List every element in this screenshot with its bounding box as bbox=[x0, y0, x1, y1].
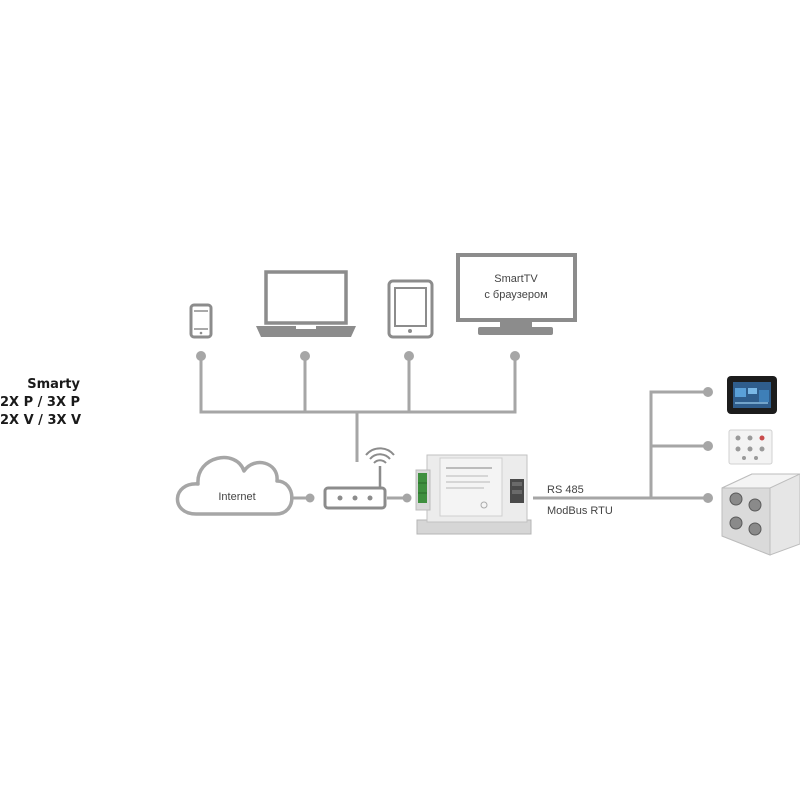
product-label: Smarty 2X P / 3X P 2X V / 3X V bbox=[0, 376, 82, 430]
button-control-panel bbox=[728, 429, 773, 465]
controller-module bbox=[415, 454, 532, 535]
smart-tv-icon: SmartTV с браузером bbox=[456, 253, 577, 335]
smarttv-label-line1: SmartTV bbox=[494, 273, 538, 285]
rs485-bus-lines bbox=[533, 390, 707, 500]
smartphone-icon bbox=[189, 303, 213, 339]
field-device-dots bbox=[703, 387, 713, 503]
internet-label: Internet bbox=[218, 491, 255, 503]
bus-protocol-line2: ModBus RTU bbox=[547, 505, 613, 517]
device-bus-lines bbox=[199, 356, 517, 462]
internet-cloud-icon: Internet bbox=[175, 455, 294, 516]
bus-protocol-line1: RS 485 bbox=[547, 484, 584, 496]
smarttv-label-line2: с браузером bbox=[484, 289, 547, 301]
air-handling-unit bbox=[721, 473, 800, 556]
product-name: Smarty bbox=[27, 377, 80, 392]
touch-control-panel bbox=[727, 376, 777, 414]
router-connections bbox=[290, 493, 412, 503]
tablet-icon bbox=[387, 279, 434, 339]
wifi-router-icon bbox=[323, 447, 395, 510]
laptop-icon bbox=[256, 270, 356, 337]
product-models-line2: 2X V / 3X V bbox=[0, 413, 82, 428]
product-models-line1: 2X P / 3X P bbox=[0, 395, 81, 410]
device-connection-dots bbox=[196, 351, 520, 361]
